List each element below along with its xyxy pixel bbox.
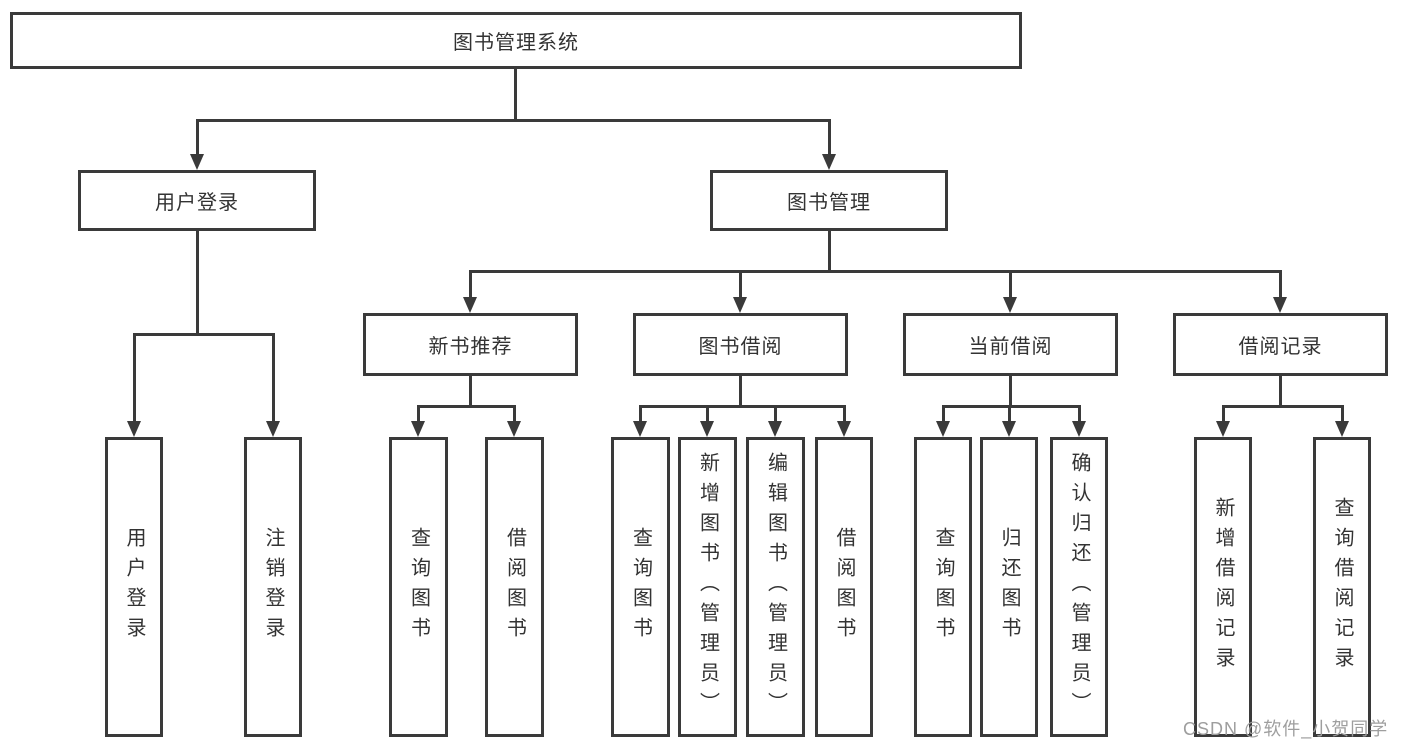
connector-borrow-records-rail <box>1222 405 1343 408</box>
arrowhead-leaf-logout <box>266 421 280 437</box>
connector-current-borrow-rail <box>942 405 1080 408</box>
connector-new-book-stem <box>469 375 472 407</box>
node-root-label: 图书管理系统 <box>453 32 579 54</box>
node-current-borrow-label: 当前借阅 <box>968 336 1053 358</box>
connector-current-borrow-stem <box>1009 375 1012 407</box>
node-root: 图书管理系统 <box>10 12 1022 69</box>
connector-drop-newbook-borrow <box>513 405 516 421</box>
leaf-add-borrow-record: 新增借阅记录 <box>1194 437 1252 737</box>
arrowhead-current-borrow <box>1003 297 1017 313</box>
leaf-current-query-books-label: 查询图书 <box>932 527 954 647</box>
leaf-return-books: 归还图书 <box>980 437 1038 737</box>
leaf-confirm-return-admin: 确认归还（管理员） <box>1050 437 1108 737</box>
connector-drop-current-borrow <box>1009 270 1012 298</box>
connector-drop-cb-query <box>942 405 945 421</box>
connector-drop-leaf-logout <box>272 333 275 421</box>
node-current-borrow: 当前借阅 <box>903 313 1118 376</box>
connector-book-borrow-stem <box>739 375 742 407</box>
connector-user-login-rail <box>133 333 275 336</box>
leaf-add-borrow-record-label: 新增借阅记录 <box>1212 497 1234 677</box>
leaf-query-borrow-record-label: 查询借阅记录 <box>1331 497 1353 677</box>
leaf-borrow-query-books-label: 查询图书 <box>629 527 652 647</box>
arrowhead-bb-borrow <box>837 421 851 437</box>
arrowhead-leaf-user-login <box>127 421 141 437</box>
connector-level3-rail <box>469 270 1282 273</box>
leaf-logout: 注销登录 <box>244 437 302 737</box>
node-book-borrow-label: 图书借阅 <box>698 336 783 358</box>
connector-borrow-records-stem <box>1279 375 1282 407</box>
leaf-add-books-admin-label: 新增图书（管理员） <box>696 452 719 722</box>
arrowhead-br-add <box>1216 421 1230 437</box>
connector-drop-cb-return <box>1008 405 1011 421</box>
connector-drop-bb-add <box>706 405 709 421</box>
leaf-newbook-query-books: 查询图书 <box>389 437 448 737</box>
leaf-borrow-books-label: 借阅图书 <box>833 527 855 647</box>
leaf-newbook-borrow-books: 借阅图书 <box>485 437 544 737</box>
connector-drop-cb-confirm <box>1078 405 1081 421</box>
arrowhead-bb-query <box>633 421 647 437</box>
connector-drop-newbook-query <box>417 405 420 421</box>
arrowhead-borrow-records <box>1273 297 1287 313</box>
node-new-book-recommend-label: 新书推荐 <box>428 336 513 358</box>
connector-drop-user-login <box>196 119 199 157</box>
arrowhead-bb-add <box>700 421 714 437</box>
arrowhead-cb-return <box>1002 421 1016 437</box>
node-user-login-label: 用户登录 <box>155 192 239 214</box>
leaf-add-books-admin: 新增图书（管理员） <box>678 437 737 737</box>
arrowhead-newbook-borrow <box>507 421 521 437</box>
node-book-management: 图书管理 <box>710 170 948 231</box>
connector-drop-br-query <box>1341 405 1344 421</box>
leaf-confirm-return-admin-label: 确认归还（管理员） <box>1068 452 1090 722</box>
leaf-edit-books-admin: 编辑图书（管理员） <box>746 437 805 737</box>
connector-drop-leaf-user-login <box>133 333 136 421</box>
connector-drop-book-management <box>828 119 831 157</box>
connector-drop-bb-query <box>639 405 642 421</box>
connector-new-book-rail <box>417 405 516 408</box>
connector-root-stem <box>514 69 517 121</box>
leaf-user-login-label: 用户登录 <box>123 527 145 647</box>
leaf-return-books-label: 归还图书 <box>998 527 1020 647</box>
node-new-book-recommend: 新书推荐 <box>363 313 578 376</box>
connector-drop-new-book <box>469 270 472 298</box>
connector-drop-bb-borrow <box>843 405 846 421</box>
connector-drop-book-borrow <box>739 270 742 298</box>
connector-level2-rail <box>196 119 831 122</box>
leaf-borrow-books: 借阅图书 <box>815 437 873 737</box>
leaf-query-borrow-record: 查询借阅记录 <box>1313 437 1371 737</box>
arrowhead-book-borrow <box>733 297 747 313</box>
arrowhead-cb-confirm <box>1072 421 1086 437</box>
node-book-management-label: 图书管理 <box>787 192 871 214</box>
node-borrow-records-label: 借阅记录 <box>1238 336 1323 358</box>
connector-drop-borrow-records <box>1279 270 1282 298</box>
node-borrow-records: 借阅记录 <box>1173 313 1388 376</box>
leaf-user-login: 用户登录 <box>105 437 163 737</box>
arrowhead-user-login <box>190 154 204 170</box>
leaf-current-query-books: 查询图书 <box>914 437 972 737</box>
arrowhead-book-management <box>822 154 836 170</box>
leaf-edit-books-admin-label: 编辑图书（管理员） <box>764 452 787 722</box>
arrowhead-bb-edit <box>768 421 782 437</box>
connector-drop-br-add <box>1222 405 1225 421</box>
connector-book-borrow-rail <box>639 405 845 408</box>
arrowhead-cb-query <box>936 421 950 437</box>
arrowhead-new-book <box>463 297 477 313</box>
leaf-logout-label: 注销登录 <box>262 527 284 647</box>
arrowhead-br-query <box>1335 421 1349 437</box>
node-user-login: 用户登录 <box>78 170 316 231</box>
watermark: CSDN @软件_小贺同学 <box>1183 719 1389 739</box>
arrowhead-newbook-query <box>411 421 425 437</box>
connector-book-management-stem <box>828 231 831 272</box>
leaf-newbook-query-books-label: 查询图书 <box>407 527 430 647</box>
connector-drop-bb-edit <box>774 405 777 421</box>
connector-user-login-stem <box>196 231 199 335</box>
leaf-borrow-query-books: 查询图书 <box>611 437 670 737</box>
node-book-borrow: 图书借阅 <box>633 313 848 376</box>
leaf-newbook-borrow-books-label: 借阅图书 <box>503 527 526 647</box>
